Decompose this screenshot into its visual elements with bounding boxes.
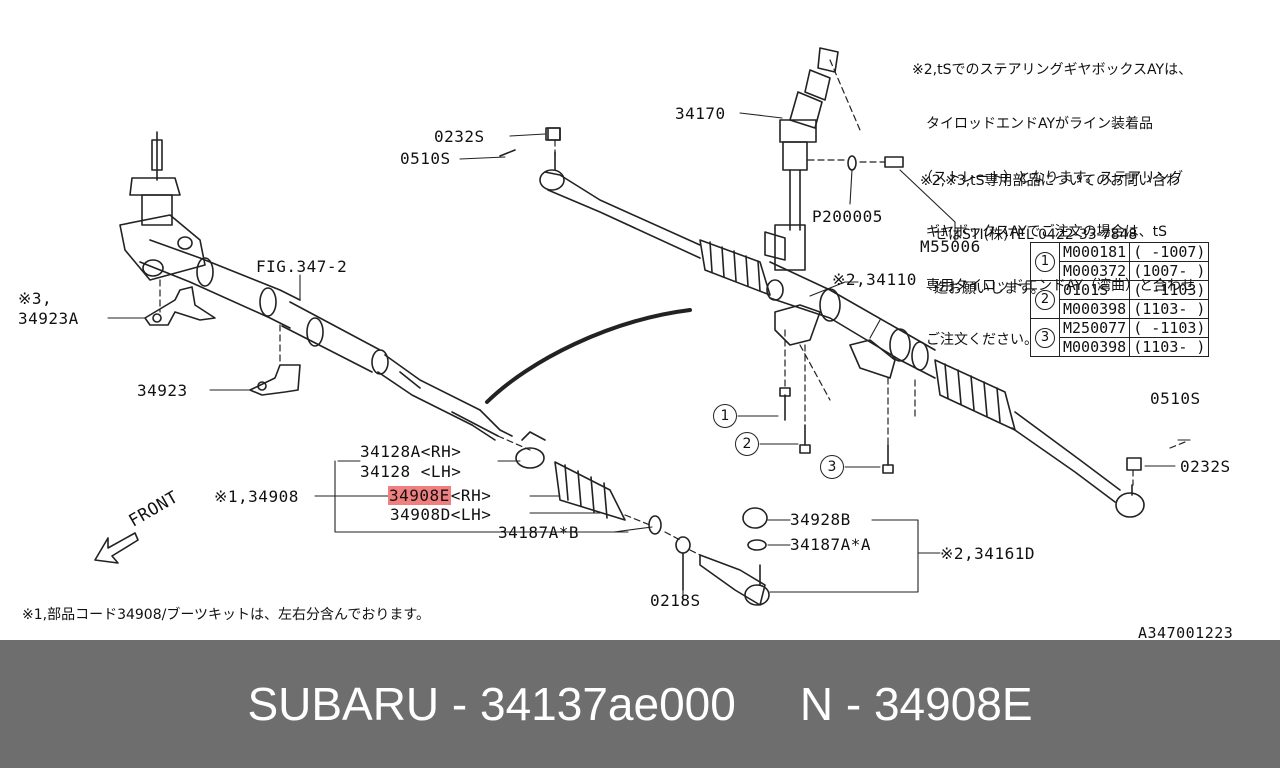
parts-diagram: ※2,tSでのステアリングギヤボックスAYは、 タイロッドエンドAYがライン装着… <box>18 47 1234 640</box>
right-steering-rack-drawing <box>499 47 1145 518</box>
label-fig-347-2: FIG.347-2 <box>256 257 348 276</box>
part-number-legend-table: 1 M000181 ( -1007) M000372 (1007- ) 2 01… <box>1030 242 1210 357</box>
label-M55006: M55006 <box>920 237 981 256</box>
label-0232S-right: 0232S <box>1180 457 1231 476</box>
label-34923A: 34923A <box>18 309 79 328</box>
label-34170: 34170 <box>675 104 726 123</box>
label-34187A-B: 34187A*B <box>498 523 580 542</box>
label-34908E-group: 34908E<RH> <box>388 486 492 505</box>
diagram-ref-code: A347001223 <box>1138 624 1234 640</box>
legend-row: M000398 (1103- ) <box>1031 337 1210 357</box>
label-34928B: 34928B <box>790 510 851 529</box>
legend-row: M000372 (1007- ) <box>1031 261 1210 281</box>
front-arrow-icon <box>94 532 139 564</box>
label-34128A: 34128A<RH> <box>360 442 462 461</box>
note-bottom: ※1,部品コード34908/ブーツキットは、左右分含んでおります。 <box>22 607 430 623</box>
legend-circle-number: 1 <box>1030 242 1060 281</box>
bolt-callout-1: 1 <box>713 404 737 428</box>
label-0232S-top: 0232S <box>434 127 485 146</box>
label-34908: ※1,34908 <box>214 487 299 506</box>
label-34923A-prefix: ※3, <box>18 289 53 308</box>
legend-circle-number: 2 <box>1030 280 1060 319</box>
diagram-drawing <box>94 47 1191 606</box>
label-34128: 34128 <LH> <box>360 462 462 481</box>
legend-row: 3 M250077 ( -1103) <box>1030 318 1210 357</box>
label-34110: ※2,34110 <box>832 270 917 289</box>
left-steering-rack-drawing <box>119 131 513 441</box>
exploded-parts-drawing <box>515 431 770 606</box>
label-0510S-top: 0510S <box>400 149 451 168</box>
legend-row: M000398 (1103- ) <box>1031 299 1210 319</box>
label-34908E-highlighted[interactable]: 34908E <box>388 486 451 505</box>
legend-row: 1 M000181 ( -1007) <box>1030 242 1210 281</box>
label-34923: 34923 <box>137 381 188 400</box>
label-34908D: 34908D<LH> <box>390 505 492 524</box>
bolt-callout-2: 2 <box>735 432 759 456</box>
label-34908E-side: <RH> <box>450 486 492 505</box>
label-0218S: 0218S <box>650 591 701 610</box>
footer-banner: SUBARU - 34137ae000 N - 34908E <box>0 640 1280 768</box>
legend-circle-number: 3 <box>1030 318 1060 357</box>
label-34161D: ※2,34161D <box>940 544 1035 563</box>
footer-reference-number: N - 34908E <box>799 678 1033 730</box>
footer-brand-part-number: SUBARU - 34137ae000 <box>247 678 736 730</box>
legend-row: 2 0101S ( -1103) <box>1030 280 1210 319</box>
label-P200005: P200005 <box>812 207 883 226</box>
label-0510S-right: 0510S <box>1150 389 1201 408</box>
note-contact: ※2,※3,tS専用部品についてのお問い合わ せはSTI(株)TEL 0422-… <box>920 173 1181 297</box>
label-34187A-A: 34187A*A <box>790 535 872 554</box>
bolt-callout-3: 3 <box>820 455 844 479</box>
leader-lines <box>107 112 1191 601</box>
